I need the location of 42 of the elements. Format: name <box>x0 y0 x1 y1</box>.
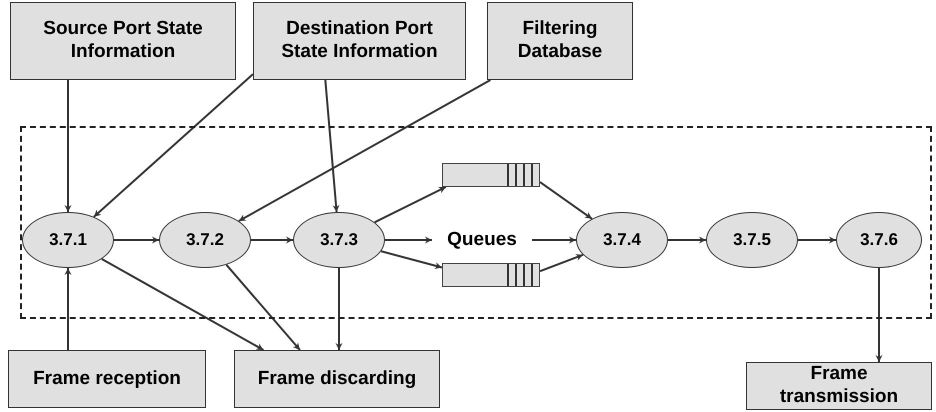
node-text: Frame reception <box>33 368 181 390</box>
arrow <box>64 80 72 212</box>
dashed-boundary <box>20 126 932 319</box>
process-box <box>253 2 466 80</box>
arrow <box>238 79 491 222</box>
arrow <box>336 268 342 350</box>
process-box <box>234 350 440 408</box>
arrow <box>532 236 576 244</box>
node-text: 3.7.5 <box>733 230 771 250</box>
arrow <box>876 268 882 362</box>
arrow <box>385 236 432 244</box>
arrow <box>539 181 593 220</box>
process-box <box>487 2 633 80</box>
process-box <box>746 362 932 410</box>
arrow <box>380 250 442 270</box>
arrow <box>226 264 301 351</box>
node-text: 3.7.6 <box>860 230 898 250</box>
queue-buffer <box>442 163 540 187</box>
node-text: Queues <box>447 228 517 252</box>
process-box <box>10 2 236 80</box>
arrow <box>668 236 706 244</box>
process-box <box>8 350 206 408</box>
arrow <box>798 236 836 244</box>
node-text: 3.7.3 <box>320 230 358 250</box>
arrow <box>324 80 340 212</box>
node-text: Frame transmission <box>778 363 900 409</box>
arrow <box>114 236 159 244</box>
arrow <box>101 258 264 351</box>
arrow <box>251 236 293 244</box>
node-text: Frame discarding <box>258 368 416 390</box>
node-text: Filtering Database <box>516 18 604 64</box>
arrow <box>374 186 446 224</box>
node-text: 3.7.4 <box>603 230 641 250</box>
process-ellipse <box>22 212 114 268</box>
node-text: Destination Port State Information <box>280 18 439 64</box>
node-text: 3.7.2 <box>186 230 224 250</box>
node-text: Source Port State Information <box>42 18 204 64</box>
arrow <box>540 254 584 272</box>
queue-buffer <box>442 263 540 287</box>
arrow <box>93 73 254 218</box>
arrow <box>64 268 72 350</box>
node-text: 3.7.1 <box>49 230 87 250</box>
